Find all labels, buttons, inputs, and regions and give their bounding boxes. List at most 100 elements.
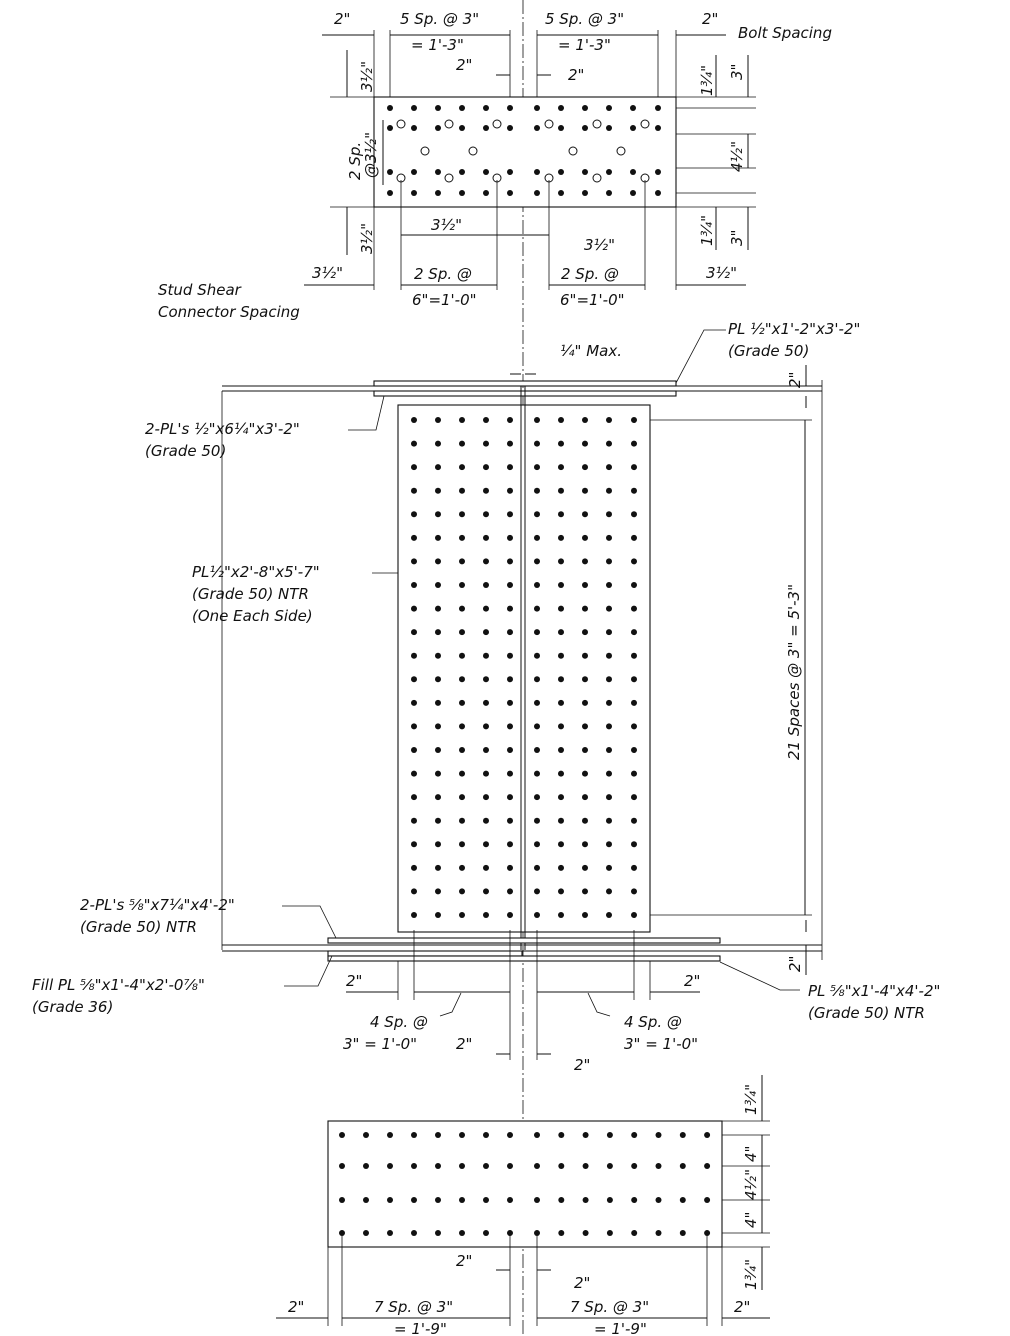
bolt-hole [459,1230,465,1236]
web-splice-elevation: 2" 2" 21 Spaces @ 3" = 5'-3" ¼" Max. PL … [32,320,940,1074]
bolt-hole [387,169,393,175]
stud-shear-label: Stud Shear [158,281,242,299]
bolt-hole [606,605,612,612]
bolt-hole [459,652,465,659]
bolt-hole [631,723,637,730]
bolt-hole [582,723,588,730]
bolt-hole [534,794,540,801]
bolt-hole [459,105,465,111]
bolt-hole [582,464,588,471]
bolt-hole [534,487,540,494]
bolt-hole [631,605,637,612]
bolt-hole [606,629,612,636]
bolt-hole [534,1132,540,1138]
dim-bot-right-134-b: 1¾" [742,1259,760,1290]
bolt-hole [655,105,661,111]
dim-web-spaces: 21 Spaces @ 3" = 5'-3" [785,584,803,760]
stud-connector [640,119,650,129]
bolt-hole [411,511,417,518]
bolt-hole [387,1197,393,1203]
bolt-hole [483,864,489,871]
bolt-hole [459,747,465,753]
top-flange-splice-plate [373,380,677,387]
bolt-hole [631,534,637,541]
bolt-hole [630,105,636,111]
bolt-hole [534,912,540,918]
bolt-hole [606,190,612,196]
bolt-hole [631,841,637,848]
bolt-hole [507,417,513,423]
dim-top-right-134-a: 1¾" [698,65,716,96]
bolt-hole [679,1163,686,1169]
dim-top-left-2sp-2: @3½" [362,132,380,178]
bolt-hole [507,169,513,175]
bolt-hole [411,105,417,111]
bolt-hole [459,1132,465,1138]
bolt-hole [483,629,489,636]
dim-top-left-3half-b: 3½" [358,223,376,254]
bolt-hole [483,1197,489,1203]
dim-bottom-flange-gap: 2" [786,956,804,972]
bottom-flange-plate-label-2: (Grade 50) NTR [808,1004,925,1022]
bolt-hole [411,676,417,683]
bolt-hole [459,1163,465,1169]
bolt-hole [631,511,637,518]
bolt-hole [606,534,612,541]
bolt-hole [558,582,564,588]
bottom-flange-plate [327,1120,723,1248]
bolt-hole [631,558,637,565]
bolt-hole [363,1163,369,1169]
bolt-hole [435,464,441,471]
bolt-hole [558,440,564,447]
dim-top-flange-gap: 2" [786,372,804,388]
stud-connector [444,119,454,129]
bolt-hole [655,169,661,175]
bolt-hole [631,864,637,871]
bolt-hole [459,605,465,612]
bolt-hole [507,676,513,683]
bolt-hole [558,190,564,196]
dim-stud-3half-right: 3½" [584,236,615,254]
dim-web-4sp-right-2: 3" = 1'-0" [624,1035,698,1053]
bolt-hole [534,582,540,588]
bolt-hole [582,747,588,753]
bolt-hole [606,1132,613,1138]
bolt-hole [483,511,489,518]
bolt-hole [411,1163,417,1169]
dim-web-gap-left: 2" [456,1035,472,1053]
bolt-hole [435,1230,441,1236]
bolt-hole [631,1197,638,1203]
web-plate-label-2: (Grade 50) NTR [192,585,309,603]
bolt-hole [435,770,441,777]
bolt-hole [435,817,441,824]
bolt-hole [534,747,540,753]
bolt-hole [411,652,417,659]
top-flange-plan: 2" 5 Sp. @ 3" = 1'-3" 5 Sp. @ 3" = 1'-3"… [158,10,832,321]
bolt-hole [655,1230,662,1236]
bolt-hole [606,464,612,471]
bolt-hole [631,1132,638,1138]
bottom-flange-plan: 1¾" 4" 4½" 4" 1¾" 2" 2" 2" 7 Sp. @ 3" = … [276,1075,770,1336]
dim-bot-right-134-a: 1¾" [742,1084,760,1115]
bolt-hole [507,888,513,895]
bolt-hole [483,464,489,471]
bolt-hole [459,888,465,895]
bolt-hole [631,487,637,494]
bolt-hole [435,169,441,175]
bolt-hole [582,770,588,777]
bolt-hole [507,699,513,706]
bolt-hole [411,723,417,730]
bolt-hole [679,1230,686,1236]
dim-stud-2sp-right: 2 Sp. @ [561,265,619,283]
bolt-hole [507,190,513,196]
bolt-hole [655,190,661,196]
bolt-hole [411,912,417,918]
bolt-hole [606,723,612,730]
bolt-hole [631,440,637,447]
bolt-hole [558,125,564,131]
bolt-hole [339,1197,345,1203]
bolt-hole [483,888,489,895]
stud-connector [444,173,454,183]
bolt-hole [483,417,489,423]
bolt-hole [435,417,441,423]
